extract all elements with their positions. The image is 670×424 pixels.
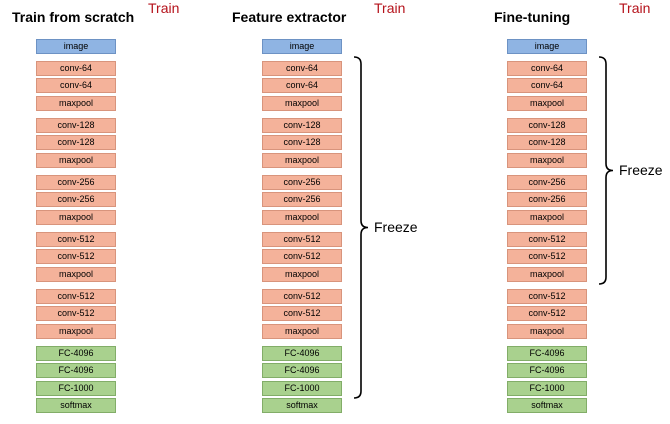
layer-box-fc: softmax: [507, 398, 587, 413]
layer-box-conv: conv-128: [507, 135, 587, 150]
layer-box-conv: conv-512: [262, 306, 342, 321]
layer-box-conv: conv-256: [262, 192, 342, 207]
layer-box-conv: conv-512: [507, 289, 587, 304]
train-label: Train: [374, 0, 406, 16]
column-title-fine-tuning: Fine-tuning: [494, 9, 571, 25]
layer-box-conv: conv-64: [36, 78, 116, 93]
layer-box-conv: conv-128: [36, 135, 116, 150]
layer-box-conv: conv-64: [262, 61, 342, 76]
layer-box-conv: conv-512: [36, 306, 116, 321]
freeze-label: Freeze: [619, 161, 663, 178]
layer-box-conv: conv-128: [36, 118, 116, 133]
layer-box-image: image: [262, 39, 342, 54]
layer-box-fc: FC-4096: [507, 363, 587, 378]
layer-box-fc: FC-4096: [262, 346, 342, 361]
layer-box-fc: softmax: [262, 398, 342, 413]
layer-box-conv: conv-512: [507, 306, 587, 321]
layer-box-conv: maxpool: [507, 153, 587, 168]
layer-box-conv: conv-512: [36, 289, 116, 304]
layer-box-fc: FC-1000: [507, 381, 587, 396]
layer-box-conv: conv-512: [262, 249, 342, 264]
layer-box-conv: conv-128: [262, 135, 342, 150]
layer-box-fc: FC-4096: [262, 363, 342, 378]
layer-box-fc: FC-4096: [36, 363, 116, 378]
train-label: Train: [619, 0, 651, 16]
layer-box-conv: conv-64: [36, 61, 116, 76]
layer-box-conv: conv-512: [507, 232, 587, 247]
layer-box-conv: conv-256: [36, 175, 116, 190]
column-title-feature-extractor: Feature extractor: [232, 9, 347, 25]
layer-box-conv: maxpool: [36, 267, 116, 282]
layer-box-fc: FC-1000: [262, 381, 342, 396]
layer-box-conv: maxpool: [262, 96, 342, 111]
layer-box-image: image: [36, 39, 116, 54]
column-title-train-from-scratch: Train from scratch: [12, 9, 135, 25]
layer-box-conv: conv-64: [507, 78, 587, 93]
layer-box-conv: conv-512: [507, 249, 587, 264]
layer-box-conv: conv-128: [507, 118, 587, 133]
layer-box-fc: FC-4096: [507, 346, 587, 361]
layer-box-conv: maxpool: [36, 324, 116, 339]
layer-box-conv: maxpool: [262, 210, 342, 225]
layer-box-conv: conv-256: [36, 192, 116, 207]
layer-box-conv: conv-256: [262, 175, 342, 190]
layer-box-conv: conv-64: [507, 61, 587, 76]
layer-box-fc: FC-4096: [36, 346, 116, 361]
train-label: Train: [148, 0, 180, 16]
layer-box-conv: conv-128: [262, 118, 342, 133]
layer-box-image: image: [507, 39, 587, 54]
layer-box-conv: maxpool: [262, 153, 342, 168]
layer-box-conv: conv-256: [507, 175, 587, 190]
freeze-label: Freeze: [374, 218, 418, 235]
layer-box-conv: conv-512: [36, 232, 116, 247]
layer-box-fc: softmax: [36, 398, 116, 413]
layer-box-conv: maxpool: [507, 210, 587, 225]
layer-box-fc: FC-1000: [36, 381, 116, 396]
layer-box-conv: conv-64: [262, 78, 342, 93]
layer-box-conv: maxpool: [36, 153, 116, 168]
layer-box-conv: maxpool: [507, 324, 587, 339]
layer-box-conv: maxpool: [36, 96, 116, 111]
layer-box-conv: maxpool: [36, 210, 116, 225]
freeze-brace: [598, 56, 614, 285]
layer-box-conv: conv-512: [262, 289, 342, 304]
layer-box-conv: conv-512: [262, 232, 342, 247]
layer-box-conv: conv-512: [36, 249, 116, 264]
freeze-brace: [353, 56, 369, 399]
layer-box-conv: maxpool: [507, 267, 587, 282]
layer-box-conv: maxpool: [507, 96, 587, 111]
layer-box-conv: maxpool: [262, 324, 342, 339]
layer-box-conv: conv-256: [507, 192, 587, 207]
layer-box-conv: maxpool: [262, 267, 342, 282]
